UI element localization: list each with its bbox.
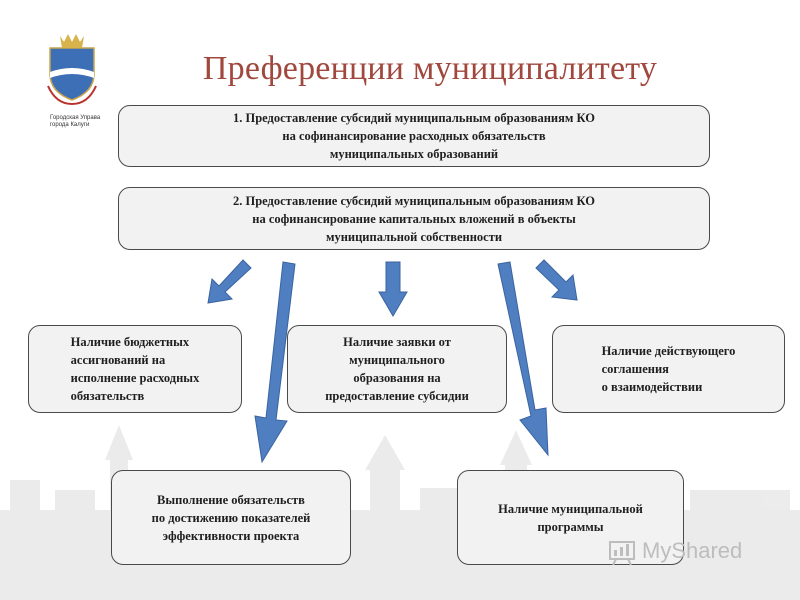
- page-title: Преференции муниципалитету: [202, 50, 658, 87]
- subsidy-expenses-box: 1. Предоставление субсидий муниципальным…: [118, 105, 710, 167]
- arrow-to-municipal-application: [378, 261, 408, 317]
- municipal-application-box: Наличие заявки от муниципального образов…: [287, 325, 507, 413]
- budget-allocations-text: Наличие бюджетных ассигнований на исполн…: [70, 335, 200, 403]
- obligations-fulfilment-box: Выполнение обязательств по достижению по…: [111, 470, 351, 565]
- arrow-to-municipal-program: [497, 261, 549, 457]
- arrow-to-budget-allocations: [207, 259, 252, 304]
- subsidy-capital-investments-text: 2. Предоставление субсидий муниципальным…: [233, 193, 595, 244]
- arrow-to-interaction-agreement: [535, 259, 578, 301]
- interaction-agreement-box: Наличие действующего соглашения о взаимо…: [552, 325, 785, 413]
- obligations-fulfilment-text: Выполнение обязательств по достижению по…: [151, 492, 311, 543]
- watermark-text: MyShared: [642, 538, 743, 563]
- subsidy-expenses-text: 1. Предоставление субсидий муниципальным…: [233, 111, 595, 161]
- budget-allocations-box: Наличие бюджетных ассигнований на исполн…: [28, 325, 242, 413]
- subsidy-capital-investments-box: 2. Предоставление субсидий муниципальным…: [118, 187, 710, 250]
- municipal-application-text: Наличие заявки от муниципального образов…: [325, 335, 469, 403]
- interaction-agreement-text: Наличие действующего соглашения о взаимо…: [601, 344, 736, 394]
- municipal-program-text: Наличие муниципальной программы: [498, 501, 643, 534]
- watermark-icon: [609, 541, 635, 566]
- municipal-program-box: Наличие муниципальной программы: [457, 470, 684, 565]
- logo-caption: Городская Управа города Калуги: [50, 115, 101, 128]
- arrow-to-obligations-fulfilment: [254, 261, 296, 464]
- city-coat-of-arms-logo: [47, 34, 97, 106]
